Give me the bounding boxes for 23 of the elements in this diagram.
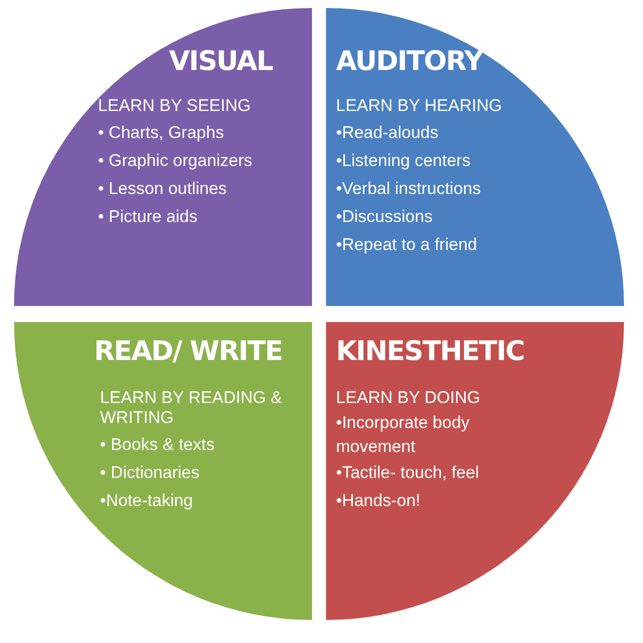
bullet-item: • Graphic organizers [98, 150, 254, 172]
heading: READ/ WRITE [94, 336, 282, 367]
bullet-item: •Tactile- touch, feel [336, 462, 480, 484]
bullet-item: • Books & texts [100, 434, 216, 456]
bullet-item: • Picture aids [98, 206, 198, 228]
bullet-item: • Dictionaries [100, 462, 200, 484]
bullet-item: • Charts, Graphs [98, 122, 225, 144]
bullet-item: •Incorporate body movement [336, 412, 471, 458]
bullet-item: •Repeat to a friend [336, 234, 478, 256]
heading: KINESTHETIC [336, 336, 524, 367]
bullet-item: •Note-taking [100, 490, 194, 512]
bullet-item: •Verbal instructions [336, 178, 482, 200]
subheading: LEARN BY DOING [336, 388, 482, 408]
bullet-item: •Read-alouds [336, 122, 440, 144]
heading: AUDITORY [336, 46, 483, 77]
bullet-item: •Discussions [336, 206, 434, 228]
bullet-item: •Hands-on! [336, 490, 422, 512]
subheading: LEARN BY READING & WRITING [100, 388, 284, 428]
heading: VISUAL [169, 46, 273, 77]
subheading: LEARN BY SEEING [98, 96, 252, 116]
bullet-item: •Listening centers [336, 150, 472, 172]
bullet-item: • Lesson outlines [98, 178, 228, 200]
subheading: LEARN BY HEARING [336, 96, 503, 116]
